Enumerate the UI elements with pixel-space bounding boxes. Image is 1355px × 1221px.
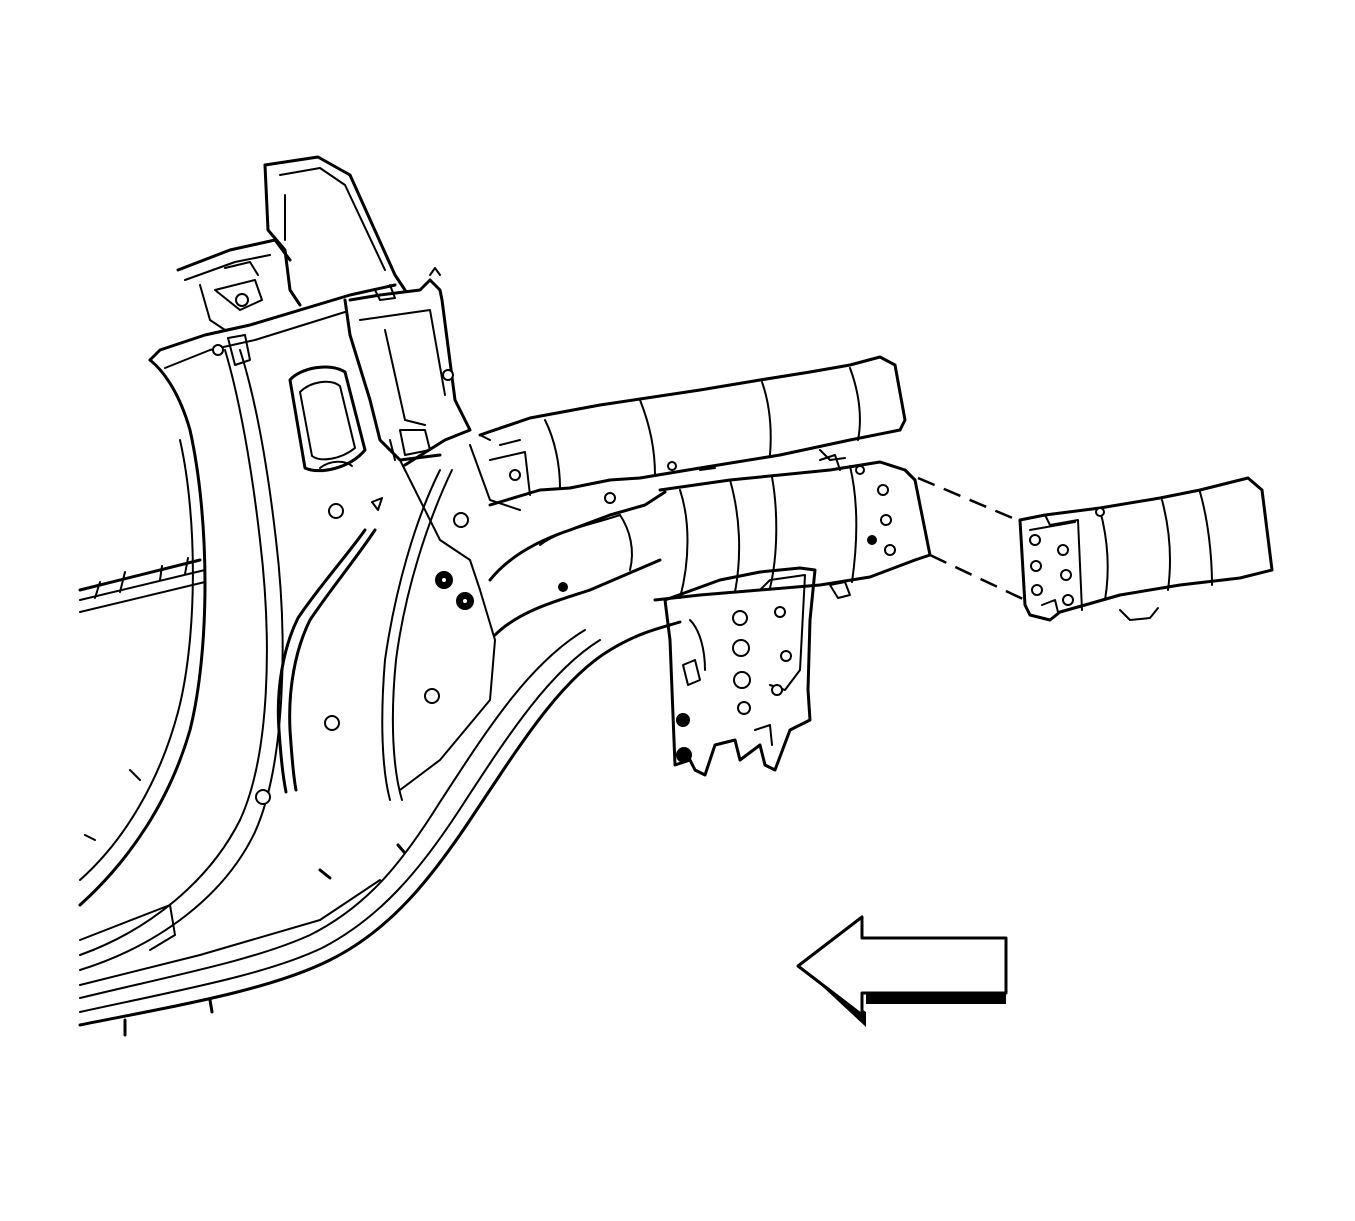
quarter-holes — [255, 497, 474, 805]
pillar-access-opening — [288, 365, 367, 473]
rear-frame-rail-lower — [488, 460, 932, 637]
alignment-guides — [917, 476, 1026, 602]
rear-quarter-panel — [78, 283, 682, 1037]
rear-frame-rail-upper — [469, 355, 907, 511]
frame-rail-extension — [1018, 476, 1274, 622]
pillar-bracket — [348, 267, 472, 467]
rail-hanger-bracket — [663, 454, 851, 777]
pillar-top-cap — [176, 155, 407, 366]
direction-arrow-left-icon — [796, 915, 1008, 1027]
